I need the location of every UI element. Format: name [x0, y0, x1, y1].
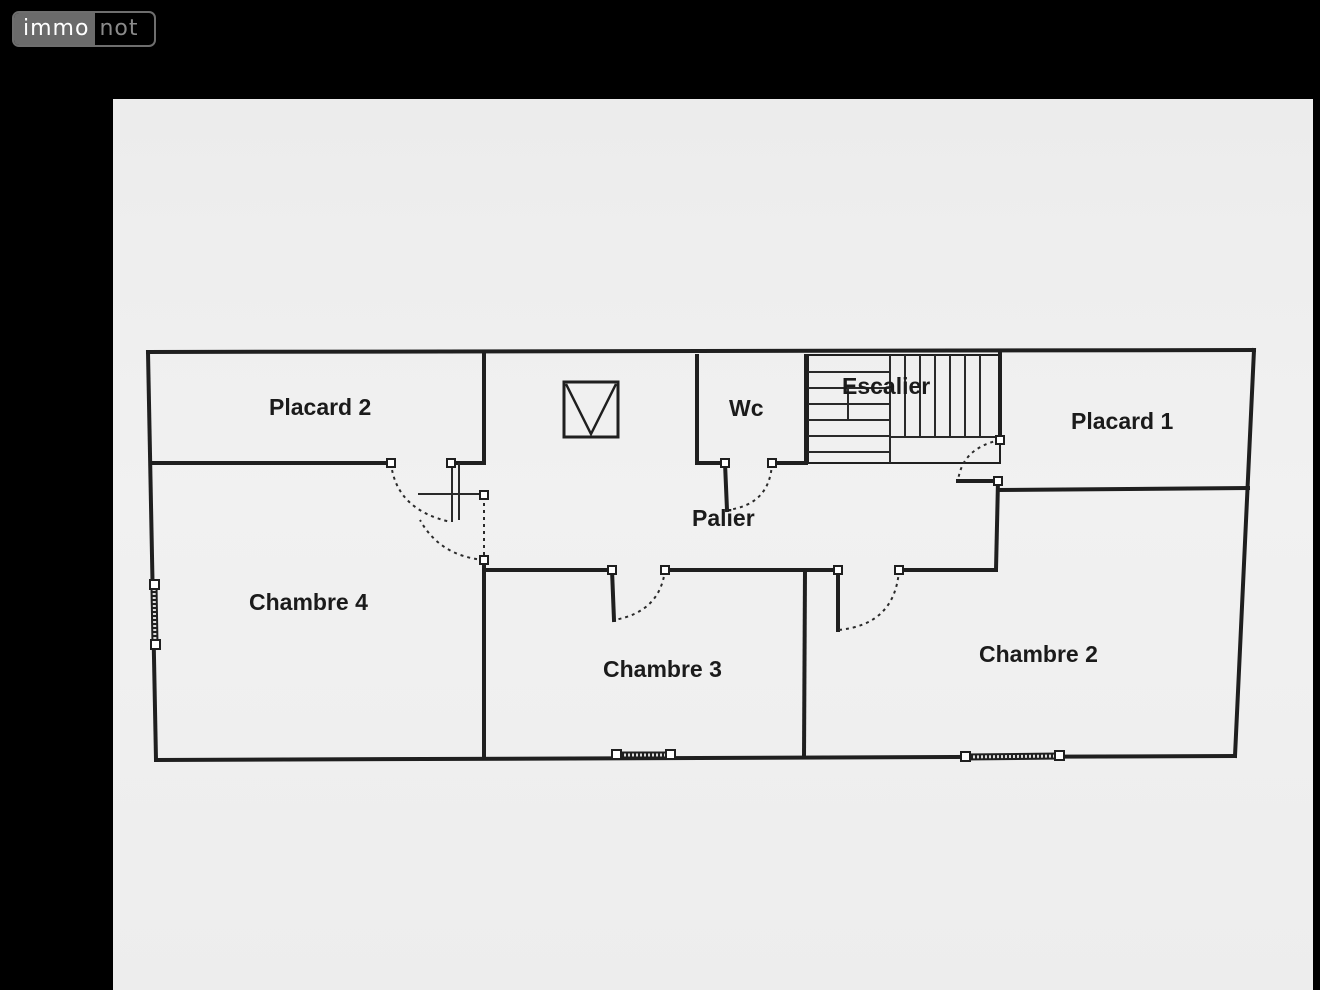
room-label-chambre2: Chambre 2 — [979, 641, 1098, 667]
room-label-chambre4: Chambre 4 — [249, 589, 368, 615]
room-label-chambre3: Chambre 3 — [603, 656, 722, 682]
placard2-frame — [418, 463, 484, 522]
room-label-palier: Palier — [692, 505, 755, 531]
floor-plan-photo — [113, 99, 1313, 990]
windows — [150, 584, 1061, 761]
room-label-placard1: Placard 1 — [1071, 408, 1173, 434]
room-labels: Placard 2 Wc Escalier Placard 1 Palier C… — [249, 373, 1173, 682]
logo-part-immo: immo — [14, 13, 96, 45]
room-label-wc: Wc — [729, 395, 764, 421]
room-label-escalier: Escalier — [842, 373, 930, 399]
logo-part-not: not — [95, 13, 139, 45]
interior-walls — [150, 350, 1251, 760]
skylight-symbol — [562, 380, 620, 439]
door-swings — [390, 439, 1001, 631]
staircase — [807, 354, 1001, 464]
immonot-logo: immo not — [12, 11, 156, 47]
wall-posts — [149, 435, 1065, 762]
room-label-placard2: Placard 2 — [269, 394, 371, 420]
